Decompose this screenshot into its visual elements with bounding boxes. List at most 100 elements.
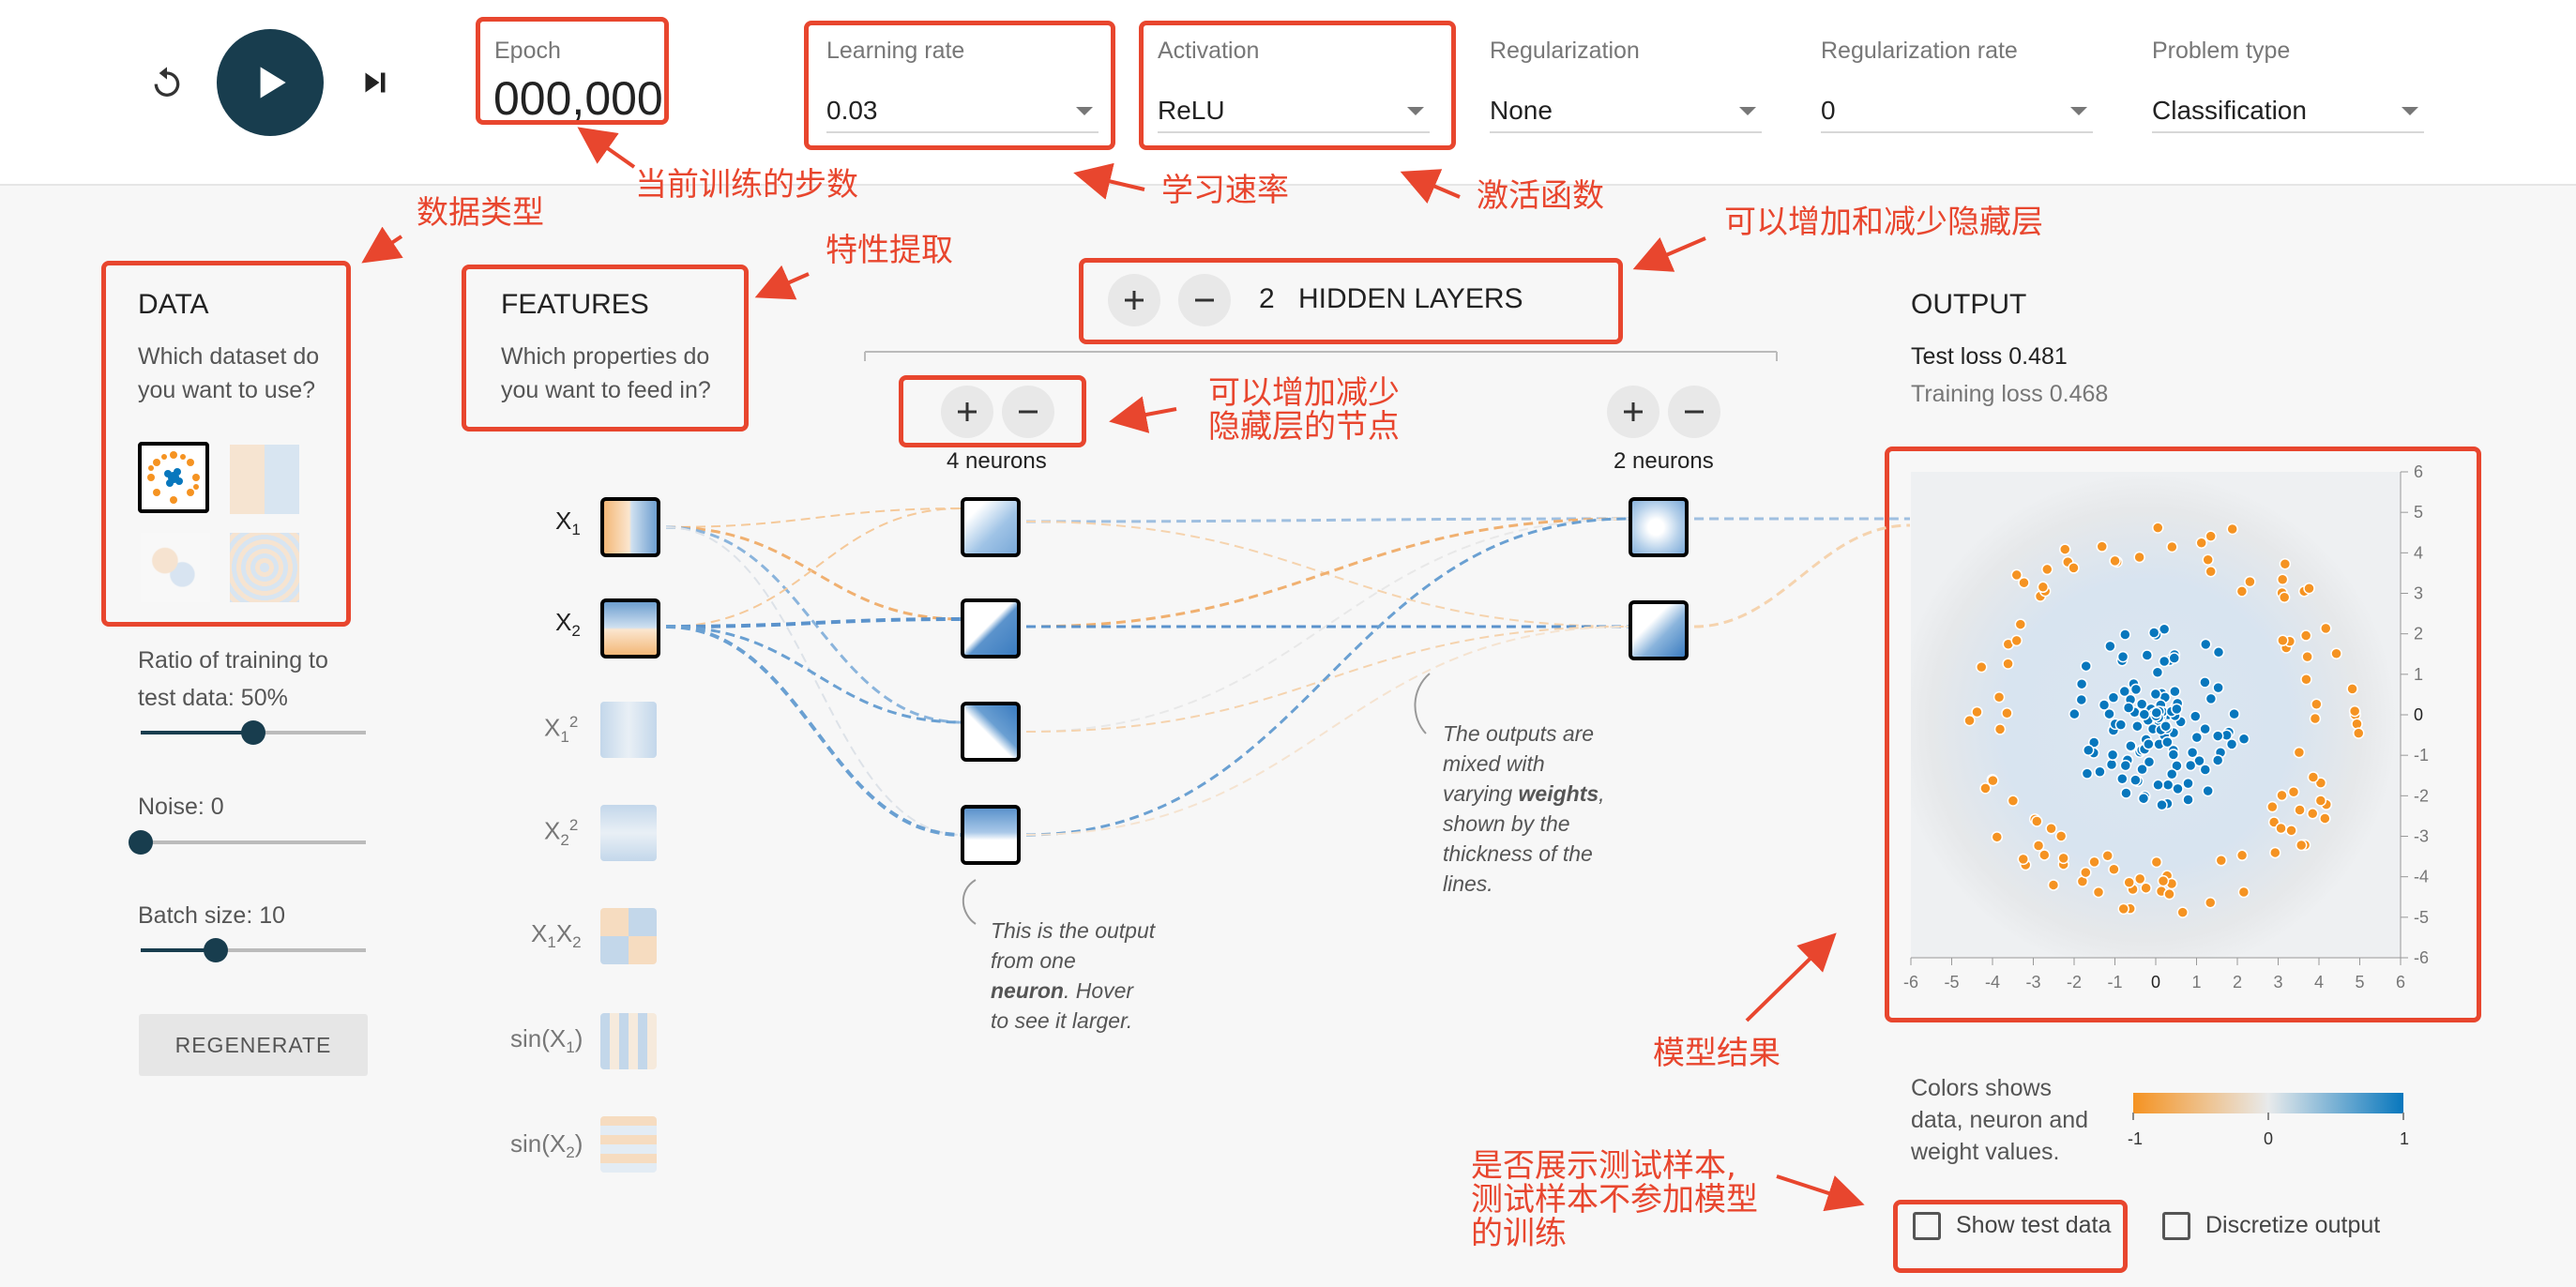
data-point [2159, 719, 2172, 733]
y-tick-label: 6 [2414, 462, 2423, 481]
data-point [2088, 855, 2100, 869]
y-tick-label: 3 [2414, 584, 2423, 603]
feature-label-sin-x2: sin(X2) [510, 1129, 583, 1162]
remove-layer-button[interactable] [1178, 274, 1231, 326]
reset-button[interactable] [143, 58, 191, 107]
dataset-spiral[interactable] [230, 533, 299, 602]
add-neuron-layer2-button[interactable] [1607, 386, 1659, 438]
data-point [2278, 591, 2291, 604]
y-tick-label: 1 [2414, 665, 2423, 684]
feature-sin-x1[interactable] [600, 1013, 657, 1069]
feature-x2-squared[interactable] [600, 805, 657, 861]
data-point [2152, 522, 2164, 534]
data-point [2082, 744, 2095, 756]
show-test-data-checkbox[interactable] [1913, 1212, 1941, 1240]
annotation-box-output [1885, 447, 2481, 1022]
data-point [2301, 650, 2313, 663]
data-point [2107, 691, 2120, 704]
data-point [2136, 763, 2148, 776]
data-point [2057, 852, 2069, 865]
data-point [2119, 759, 2132, 772]
regularization-rate-select[interactable]: 0 [1821, 92, 2093, 133]
data-point [2293, 746, 2306, 759]
ratio-slider[interactable] [141, 720, 366, 745]
data-point [2300, 674, 2312, 686]
data-point [2131, 719, 2144, 733]
feature-x1-squared[interactable] [600, 702, 657, 758]
dataset-circle[interactable] [138, 442, 209, 513]
layer1-neuron-count: 4 neurons [947, 448, 1047, 474]
neuron-2-2[interactable] [1629, 600, 1689, 660]
minus-icon [1685, 410, 1704, 414]
feature-x1[interactable] [600, 497, 660, 557]
dataset-gauss[interactable] [141, 533, 210, 602]
feature-label-x2-squared: X22 [544, 816, 579, 849]
output-heatmap [1911, 472, 2401, 958]
remove-neuron-layer1-button[interactable] [1002, 386, 1054, 438]
batch-size-slider[interactable] [141, 938, 366, 962]
y-tick-label: 4 [2414, 543, 2423, 562]
regenerate-button[interactable]: REGENERATE [139, 1014, 368, 1076]
regularization-select[interactable]: None [1490, 92, 1762, 133]
neuron-1-2[interactable] [961, 598, 1021, 659]
activation-label: Activation [1158, 38, 1260, 64]
annotation-test-3: 的训练 [1471, 1215, 1567, 1252]
feature-x2[interactable] [600, 598, 660, 659]
dataset-xor[interactable] [230, 445, 299, 514]
data-point [2157, 874, 2170, 887]
features-subtitle-2: you want to feed in? [501, 377, 711, 403]
problem-type-select[interactable]: Classification [2152, 92, 2424, 133]
legend-text-1: Colors shows [1911, 1075, 2053, 1101]
play-button[interactable] [217, 29, 324, 136]
data-point [2303, 582, 2315, 595]
step-forward-icon [365, 72, 386, 93]
data-point [2122, 702, 2135, 714]
activation-select[interactable]: ReLU [1158, 92, 1430, 133]
data-point [2277, 634, 2289, 646]
show-test-data-label[interactable]: Show test data [1956, 1212, 2112, 1238]
data-point [2168, 652, 2180, 664]
data-point [2119, 628, 2131, 641]
data-point [2031, 815, 2043, 827]
annotation-learning-rate: 学习速率 [1161, 172, 1289, 209]
data-point [2190, 731, 2204, 744]
data-point [2041, 563, 2053, 576]
discretize-output-label[interactable]: Discretize output [2205, 1212, 2381, 1238]
step-button[interactable] [351, 58, 400, 107]
x-tick-label: -2 [2067, 973, 2082, 992]
slider-handle[interactable] [241, 720, 265, 745]
neuron-1-1[interactable] [961, 497, 1021, 557]
add-layer-button[interactable] [1108, 274, 1160, 326]
noise-slider[interactable] [129, 830, 366, 855]
data-subtitle-2: you want to use? [138, 377, 316, 403]
data-point [2205, 692, 2218, 705]
add-neuron-layer1-button[interactable] [941, 386, 993, 438]
discretize-output-checkbox[interactable] [2162, 1212, 2190, 1240]
slider-handle[interactable] [204, 938, 228, 962]
neuron-note: This is the output from one neuron. Hove… [991, 918, 1156, 1033]
data-point [2163, 887, 2175, 901]
feature-x1x2[interactable] [600, 908, 657, 964]
feature-sin-x2[interactable] [600, 1116, 657, 1173]
remove-neuron-layer2-button[interactable] [1668, 386, 1720, 438]
annotation-box-learning-rate [804, 21, 1115, 150]
chevron-down-icon [2070, 107, 2087, 115]
data-point [2116, 650, 2129, 663]
slider-handle[interactable] [129, 830, 153, 855]
dataset-circle-thumbnail [147, 451, 200, 504]
neuron-1-4[interactable] [961, 805, 1021, 865]
x-tick-label: 6 [2396, 973, 2405, 992]
learning-rate-select[interactable]: 0.03 [826, 92, 1099, 133]
data-point [2320, 622, 2332, 635]
feature-label-x2: X2 [555, 608, 581, 641]
data-point [2010, 568, 2023, 582]
neuron-2-1[interactable] [1629, 497, 1689, 557]
data-point [2092, 886, 2105, 899]
data-point [2001, 706, 2013, 719]
data-point [2172, 782, 2184, 795]
neuron-1-3[interactable] [961, 702, 1021, 762]
data-point [2165, 767, 2178, 780]
data-point [2212, 646, 2225, 659]
feature-label-x1-squared: X12 [544, 713, 579, 746]
data-point [2014, 618, 2027, 630]
